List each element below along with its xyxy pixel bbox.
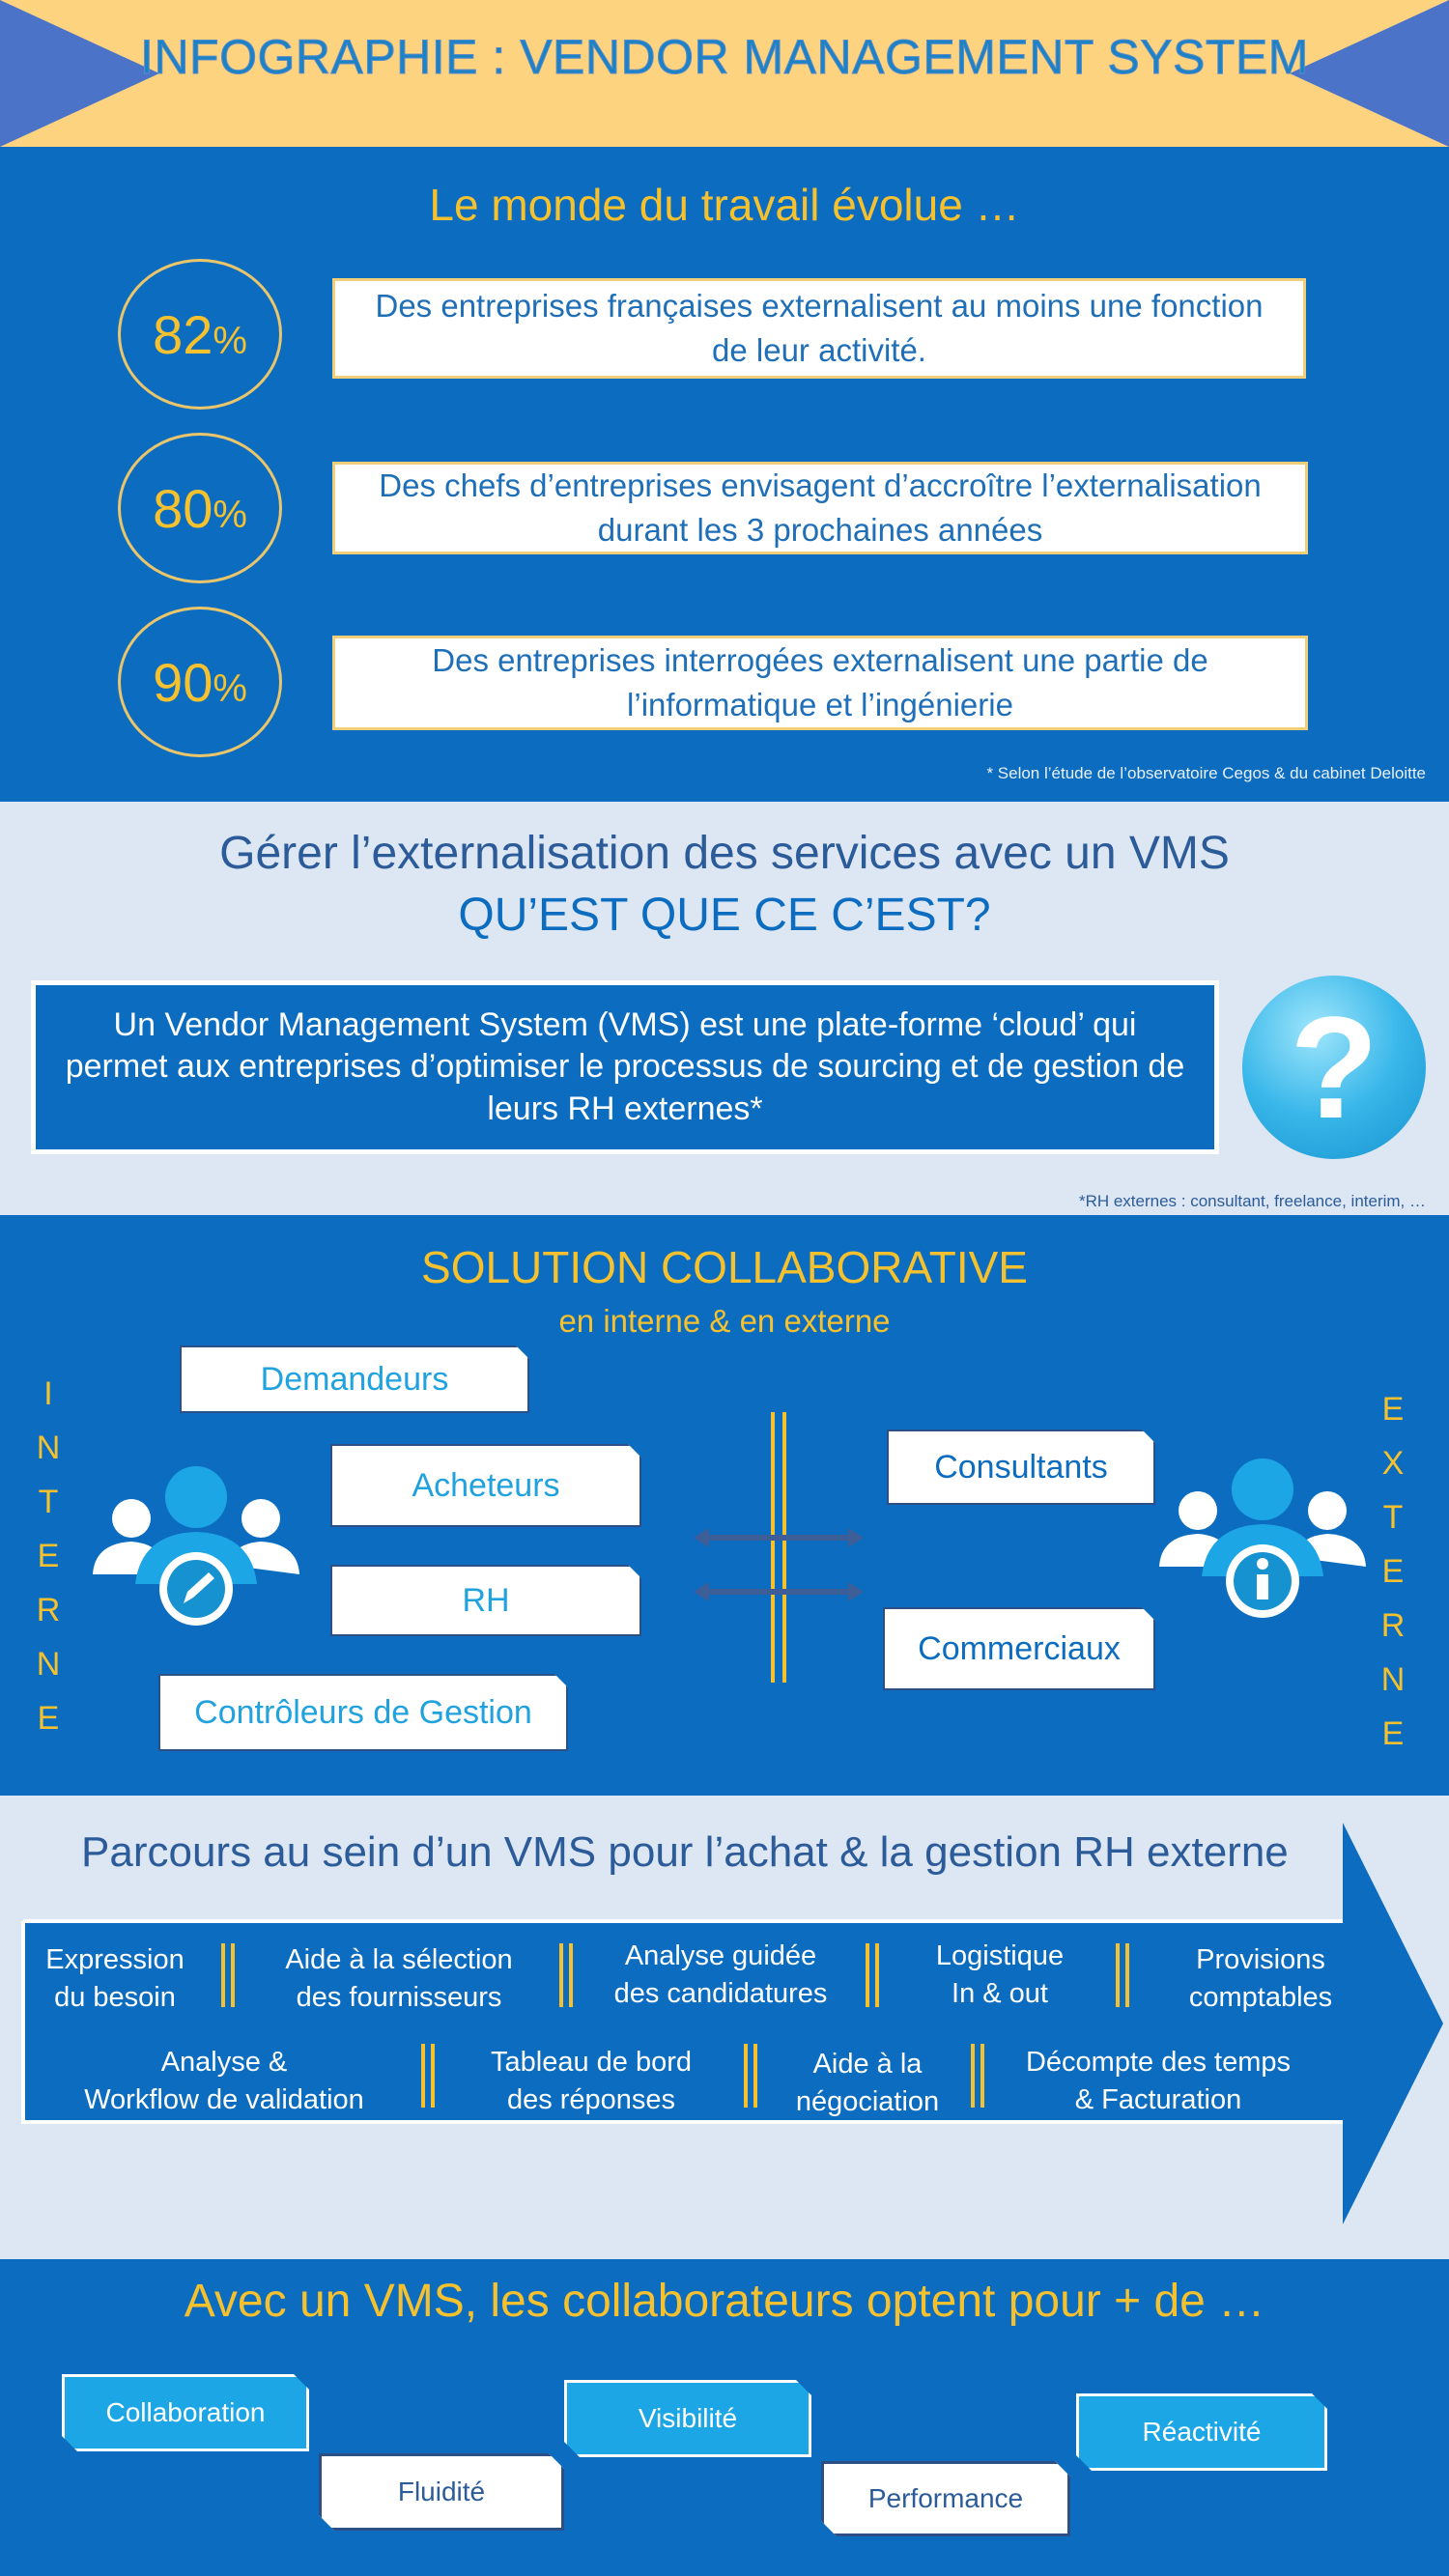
role-controleurs: Contrôleurs de Gestion: [158, 1674, 568, 1751]
interne-letter: R: [36, 1592, 61, 1628]
definition-box: Un Vendor Management System (VMS) est un…: [31, 980, 1219, 1154]
journey-arrow: [21, 1823, 1443, 2224]
step-line: Analyse guidée: [624, 1940, 817, 1971]
step-line: comptables: [1188, 1982, 1333, 2014]
step-separator: [744, 2044, 757, 2108]
journey-step: Expression du besoin: [29, 1941, 201, 2017]
stat-unit: %: [213, 666, 247, 710]
interne-letter: T: [38, 1484, 59, 1520]
step-line: In & out: [952, 1978, 1048, 2010]
step-line: du besoin: [54, 1982, 176, 2014]
stat-circle-2: 80%: [118, 433, 282, 583]
interne-letter: E: [37, 1538, 60, 1574]
step-line: Aide à la sélection: [285, 1944, 513, 1975]
interne-letter: E: [37, 1700, 60, 1737]
step-line: des candidatures: [613, 1978, 828, 2010]
definition-footnote: *RH externes : consultant, freelance, in…: [1078, 1192, 1426, 1210]
stat-value: 80: [153, 477, 213, 539]
journey-step: Aide à la sélection des fournisseurs: [259, 1941, 539, 2017]
header-banner: [0, 0, 1449, 147]
internal-users-pencil-icon: [93, 1466, 299, 1626]
step-separator: [866, 1943, 879, 2007]
journey-step: Analyse & Workflow de validation: [58, 2044, 390, 2119]
journey-step: Logistique In & out: [904, 1938, 1095, 2013]
step-separator: [421, 2044, 435, 2108]
collaboration-subtitle: en interne & en externe: [558, 1303, 891, 1339]
step-line: Provisions: [1196, 1944, 1325, 1975]
step-separator: [1116, 1943, 1129, 2007]
journey-step: Aide à la négociation: [781, 2046, 954, 2121]
externe-letter: X: [1381, 1445, 1405, 1482]
benefit-tag-performance: Performance: [821, 2461, 1070, 2536]
exchange-arrows-icon: [694, 1412, 864, 1683]
definition-title: Gérer l’externalisation des services ave…: [219, 828, 1230, 879]
stat-text-1: Des entreprises françaises externalisent…: [332, 278, 1306, 379]
interne-letter: I: [43, 1375, 53, 1412]
benefit-tag-reactivite: Réactivité: [1076, 2393, 1327, 2471]
role-acheteurs: Acheteurs: [330, 1444, 641, 1527]
step-line: Expression: [45, 1944, 185, 1975]
stat-circle-3: 90%: [118, 607, 282, 757]
externe-letter: T: [1382, 1499, 1404, 1536]
step-line: Décompte des temps: [1025, 2047, 1291, 2078]
role-rh: RH: [330, 1565, 641, 1636]
externe-letter: E: [1381, 1391, 1405, 1428]
stat-value: 90: [153, 651, 213, 713]
interne-letter: N: [36, 1430, 61, 1466]
journey-step: Analyse guidée des candidatures: [591, 1938, 850, 2013]
step-line: Workflow de validation: [84, 2084, 364, 2116]
stat-unit: %: [213, 319, 247, 362]
step-separator: [221, 1943, 235, 2007]
stat-text-2: Des chefs d’entreprises envisagent d’acc…: [332, 462, 1308, 554]
benefit-tag-fluidite: Fluidité: [319, 2453, 564, 2531]
step-line: Analyse &: [160, 2047, 288, 2078]
step-line: Tableau de bord: [491, 2047, 692, 2078]
step-line: des fournisseurs: [296, 1982, 502, 2014]
journey-step: Décompte des temps & Facturation: [1009, 2044, 1308, 2119]
externe-letter: E: [1381, 1553, 1405, 1590]
role-consultants: Consultants: [887, 1430, 1155, 1505]
role-commerciaux: Commerciaux: [883, 1607, 1155, 1690]
benefit-tag-visibilite: Visibilité: [564, 2380, 811, 2457]
stat-value: 82: [153, 303, 213, 365]
stat-text-3: Des entreprises interrogées externalisen…: [332, 636, 1308, 730]
role-demandeurs: Demandeurs: [180, 1345, 529, 1413]
definition-subtitle: QU’EST QUE CE C’EST?: [458, 890, 991, 941]
step-line: Logistique: [935, 1940, 1065, 1971]
step-line: des réponses: [506, 2084, 676, 2116]
page-title: INFOGRAPHIE : VENDOR MANAGEMENT SYSTEM: [140, 30, 1309, 85]
journey-title: Parcours au sein d’un VMS pour l’achat &…: [81, 1828, 1289, 1876]
step-separator: [971, 2044, 984, 2108]
external-users-info-icon: [1159, 1458, 1366, 1618]
step-line: négociation: [795, 2086, 940, 2118]
collaboration-title: SOLUTION COLLABORATIVE: [421, 1242, 1028, 1292]
journey-step: Provisions comptables: [1155, 1941, 1366, 2017]
header-left-triangle: [0, 0, 159, 147]
stats-section-title: Le monde du travail évolue …: [429, 180, 1020, 230]
benefit-tag-collaboration: Collaboration: [62, 2374, 309, 2451]
externe-letter: R: [1380, 1607, 1406, 1644]
question-mark-icon: ?: [1242, 976, 1426, 1159]
externe-letter: N: [1380, 1661, 1406, 1698]
stat-unit: %: [213, 493, 247, 536]
stats-source-note: * Selon l’étude de l’observatoire Cegos …: [986, 764, 1426, 782]
header-right-triangle: [1290, 0, 1449, 147]
externe-letter: E: [1381, 1715, 1405, 1752]
interne-letter: N: [36, 1646, 61, 1683]
stat-circle-1: 82%: [118, 259, 282, 410]
step-line: Aide à la: [812, 2049, 923, 2080]
step-line: & Facturation: [1074, 2084, 1242, 2116]
journey-step: Tableau de bord des réponses: [469, 2044, 713, 2119]
benefits-title: Avec un VMS, les collaborateurs optent p…: [184, 2276, 1265, 2327]
step-separator: [559, 1943, 573, 2007]
